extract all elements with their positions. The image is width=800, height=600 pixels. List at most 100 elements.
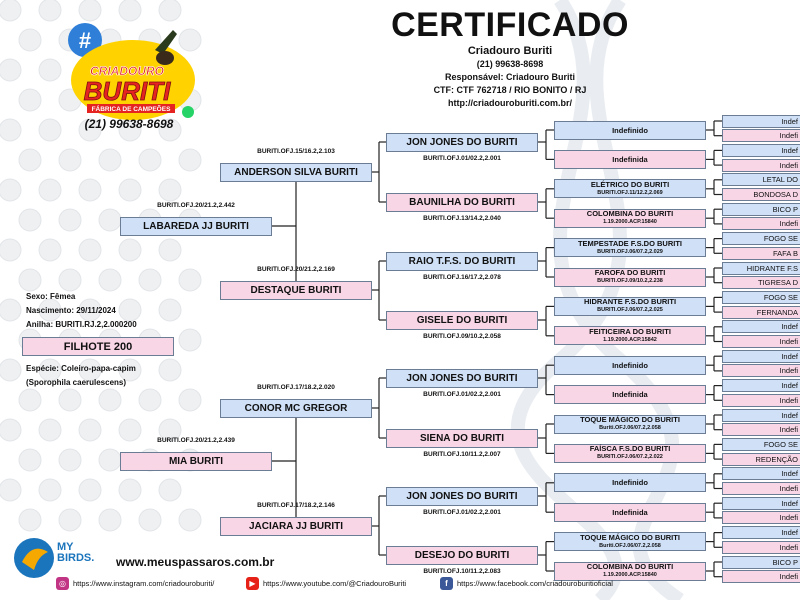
facebook-link[interactable]: f https://www.facebook.com/criadouroburi… [440,577,613,590]
gen5-ancestor-box: HIDRANTE F.S [722,261,800,275]
gen5-ancestor-box: BONDOSA D [722,188,800,201]
ancestor-code: Buriti.OFJ.06/07.2,2.058 [599,425,661,431]
footer-website[interactable]: www.meuspassaros.com.br [116,555,275,569]
ancestor-name: HIDRANTE F.S.DO BURITI [583,297,677,307]
gen4-ancestor-box: Indefinido [554,473,706,493]
ancestor-name: TEMPESTADE F.S.DO BURITI [577,238,683,248]
gen4-ancestor-box: Indefinida [554,502,706,522]
ring-code: BURITI.OFJ.10/11.2,2.083 [423,568,501,575]
bird-name-box: FILHOTE 200 [22,337,174,356]
gen5-ancestor-box: Indef [722,526,800,540]
ring-code: BURITI.OFJ.20/21.2,2.439 [157,437,235,444]
gen5-ancestor-box: FOGO SE [722,437,800,451]
ancestor-code: 1.19.2000.ACP.15842 [603,336,657,343]
mybirds-brand: MY BIRDS. [57,541,95,564]
gen3-ancestor-box: BAUNILHA DO BURITI [386,192,538,212]
bird-birth: Nascimento: 29/11/2024 [26,306,116,315]
ancestor-name: TOQUE MÁGICO DO BURITI [580,532,680,542]
gen5-ancestor-box: Indefi [722,393,800,407]
gen5-ancestor-box: Indef [722,408,800,422]
bird-sex: Sexo: Fêmea [26,292,76,301]
whatsapp-icon [182,106,194,118]
footer: MY BIRDS. [0,532,800,600]
ancestor-name: FAÍSCA F.S.DO BURITI [589,444,671,454]
breeder-name: Criadouro Buriti [467,45,553,57]
ring-code: BURITI.OFJ.01/02.2,2.001 [423,391,501,398]
gen5-ancestor-box: FAFA B [722,246,800,260]
ring-code: BURITI.OFJ.17/18.2,2.146 [257,502,335,509]
ancestor-name: COLOMBINA DO BURITI [586,209,674,219]
svg-text:FÁBRICA DE CAMPEÕES: FÁBRICA DE CAMPEÕES [92,104,172,113]
ancestor-name: ELÉTRICO DO BURITI [590,179,670,189]
gen5-ancestor-box: Indef [722,496,800,510]
ancestor-code: 1.19.2000.ACP.15840 [603,572,657,578]
gen5-ancestor-box: Indef [722,143,800,157]
ancestor-name: COLOMBINA DO BURITI [586,562,674,571]
gen5-ancestor-box: Indefi [722,335,800,348]
gen1-ancestor-box: MIA BURITI [120,451,272,471]
ancestor-code: 1.19.2000.ACP.15840 [603,219,657,226]
breeder-responsible: Responsável: Criadouro Buriti [444,72,576,82]
gen5-ancestor-box: Indefi [722,423,800,437]
mybirds-logo-icon [14,538,54,578]
gen5-ancestor-box: REDENÇÃO [722,452,800,466]
ring-code: BURITI.OFJ.10/11.2,2.007 [423,451,501,458]
gen3-ancestor-box: RAIO T.F.S. DO BURITI [386,251,538,271]
ancestor-name: TOQUE MÁGICO DO BURITI [580,415,680,424]
ancestor-code: Buriti.OFJ.06/07.2,2.058 [599,542,661,549]
gen2-ancestor-box: ANDERSON SILVA BURITI [220,162,372,182]
instagram-link[interactable]: ◎ https://www.instagram.com/criadourobur… [56,577,214,590]
ancestor-code: BURITI.OFJ.09/10.2,2.238 [597,278,663,284]
gen2-ancestor-box: DESTAQUE BURITI [220,280,372,300]
ancestor-code: BURITI.OFJ.06/07.2,2.025 [597,307,663,314]
gen3-ancestor-box: JON JONES DO BURITI [386,368,538,388]
gen3-ancestor-box: DESEJO DO BURITI [386,545,538,565]
bird-species: Espécie: Coleiro-papa-capim [26,364,136,373]
ancestor-code: BURITI.OFJ.06/07.2,2.022 [597,454,663,461]
gen5-ancestor-box: Indefi [722,217,800,231]
gen5-ancestor-box: TIGRESA D [722,276,800,290]
youtube-link[interactable]: ▶ https://www.youtube.com/@CriadouroBuri… [246,577,406,590]
svg-text:CRIADOURO: CRIADOURO [90,64,165,78]
gen4-ancestor-box: Indefinido [554,120,706,140]
gen5-ancestor-box: Indefi [722,482,800,495]
gen5-ancestor-box: Indefi [722,364,800,378]
breeder-logo: # CRIADOURO BURITI FÁBRICA DE CAMPEÕES (… [55,20,205,140]
gen5-ancestor-box: FERNANDA [722,305,800,319]
ring-code: BURITI.OFJ.16/17.2,2.078 [423,274,501,281]
gen1-ancestor-box: LABAREDA JJ BURITI [120,216,272,236]
gen3-ancestor-box: SIENA DO BURITI [386,428,538,448]
gen3-ancestor-box: JON JONES DO BURITI [386,132,538,152]
instagram-icon: ◎ [56,577,69,590]
gen5-ancestor-box: Indef [722,320,800,334]
bird-ring: Anilha: BURITI.RJ.2,2.000200 [26,320,137,329]
gen2-ancestor-box: CONOR MC GREGOR [220,398,372,418]
gen5-ancestor-box: BICO P [722,202,800,216]
gen5-ancestor-box: Indefi [722,129,800,143]
breeder-phone: (21) 99638-8698 [476,59,544,69]
gen5-ancestor-box: Indefi [722,158,800,172]
gen5-ancestor-box: Indef [722,114,800,128]
gen5-ancestor-box: Indefi [722,540,800,554]
gen5-ancestor-box: FOGO SE [722,290,800,304]
gen3-ancestor-box: GISELE DO BURITI [386,310,538,330]
ring-code: BURITI.OFJ.01/02.2,2.001 [423,509,501,516]
gen5-ancestor-box: Indef [722,379,800,393]
gen2-ancestor-box: JACIARA JJ BURITI [220,516,372,536]
gen4-ancestor-box: Indefinida [554,385,706,405]
ancestor-code: BURITI.OFJ.06/07.2,2.029 [597,248,663,255]
breeder-website: http://criadouroburiti.com.br/ [448,98,572,108]
gen5-ancestor-box: FOGO SE [722,232,800,246]
gen5-ancestor-box: Indefi [722,570,800,584]
svg-text:BURITI: BURITI [84,76,171,106]
bird-scientific-name: (Sporophila caerulescens) [26,378,127,387]
ancestor-name: FEITICEIRA DO BURITI [589,326,671,336]
facebook-icon: f [440,577,453,590]
